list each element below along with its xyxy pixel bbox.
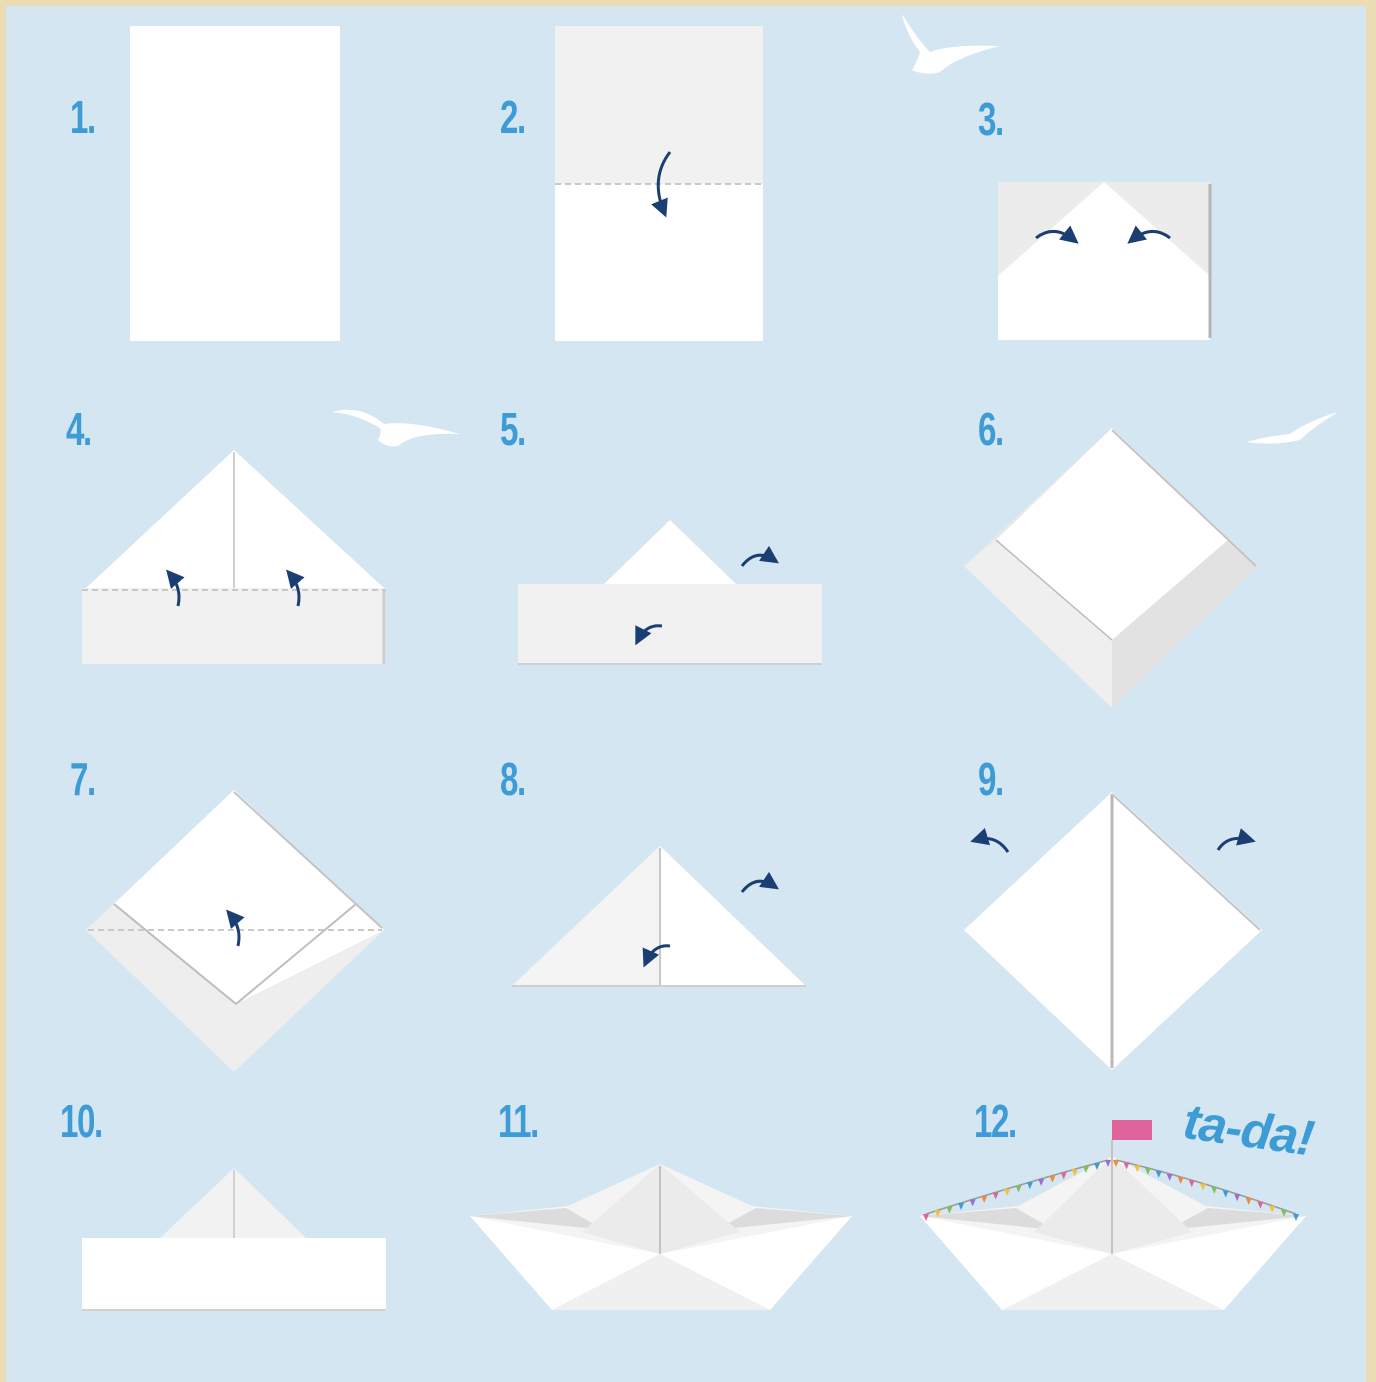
step-3-sheet (998, 182, 1210, 340)
bunting-pennant (1156, 1171, 1162, 1178)
step-10-sheet (82, 1168, 386, 1310)
bunting-pennant (1027, 1182, 1033, 1189)
seagull-icon (1246, 412, 1338, 444)
bunting-pennant (1167, 1174, 1173, 1181)
step-6-sheet (964, 428, 1258, 708)
fold-arrow-icon (1218, 838, 1250, 850)
bunting-pennant (993, 1192, 999, 1199)
step-8-sheet (512, 846, 806, 986)
bunting-pennant (1016, 1186, 1022, 1193)
step-label-2: 2. (500, 90, 525, 144)
bunting-pennant (1211, 1187, 1217, 1194)
step-label-3: 3. (978, 92, 1003, 146)
step-2-sheet (555, 26, 763, 341)
bunting-pennant (1223, 1190, 1229, 1197)
bunting-pennant (1145, 1168, 1151, 1175)
fold-arrow-icon (976, 839, 1008, 853)
bunting-pennant (946, 1207, 952, 1214)
bunting-pennant (1061, 1172, 1067, 1179)
step-label-4: 4. (66, 402, 91, 456)
bunting-pennant (1234, 1194, 1240, 1201)
seagull-icon (332, 410, 460, 447)
step-5-sheet (518, 520, 822, 664)
bunting-pennant (1257, 1202, 1263, 1209)
step-1-sheet (130, 26, 340, 341)
step-label-8: 8. (500, 752, 525, 806)
bunting-pennant (970, 1199, 976, 1206)
bunting-pennant (958, 1203, 964, 1210)
step-11-boat (470, 1164, 852, 1310)
bunting-pennant (981, 1196, 987, 1203)
step-label-9: 9. (978, 752, 1003, 806)
bunting-pennant (1200, 1184, 1206, 1191)
seagull-icon (902, 14, 1000, 74)
bunting-pennant (1038, 1179, 1044, 1186)
step-label-7: 7. (70, 752, 95, 806)
step-9-sheet (964, 792, 1262, 1070)
step-label-5: 5. (500, 402, 525, 456)
bunting-pennant (1189, 1180, 1195, 1187)
step-label-10: 10. (60, 1094, 102, 1148)
step-7-sheet (86, 790, 384, 1072)
fold-arrow-icon (742, 555, 774, 566)
bunting-pennant (1246, 1198, 1252, 1205)
flag-icon (1112, 1120, 1152, 1140)
step-label-11: 11. (498, 1094, 538, 1148)
bunting-pennant (1269, 1206, 1275, 1213)
step-label-6: 6. (978, 402, 1003, 456)
bunting-pennant (1178, 1177, 1184, 1184)
bunting-pennant (1004, 1189, 1010, 1196)
step-4-sheet (82, 450, 386, 664)
step-label-1: 1. (70, 90, 95, 144)
fold-arrow-icon (742, 881, 774, 892)
bunting-pennant (1049, 1176, 1055, 1183)
step-label-12: 12. (974, 1094, 1016, 1148)
